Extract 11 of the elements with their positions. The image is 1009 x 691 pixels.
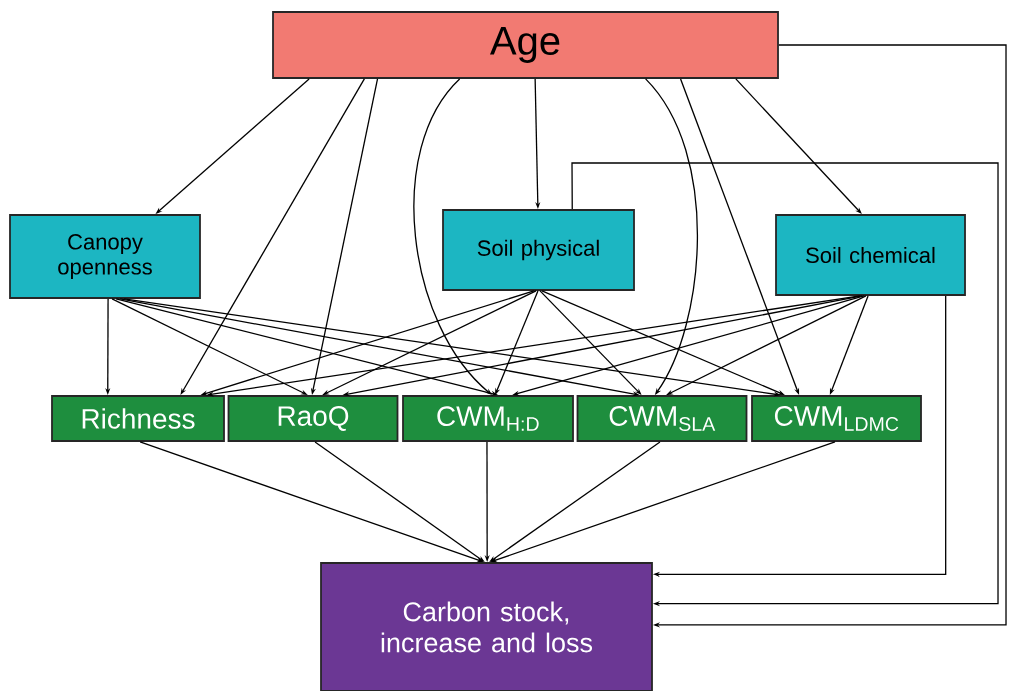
trait-box: CWM$_{SLA}$ bbox=[576, 395, 748, 442]
age-box: Age bbox=[272, 11, 779, 79]
outcome-box: Carbon stock, increase and loss bbox=[320, 562, 653, 691]
factor-box: Canopy openness bbox=[9, 214, 201, 299]
trait-box: RaoQ bbox=[227, 395, 399, 442]
factor-box: Soil chemical bbox=[775, 214, 966, 296]
arrow bbox=[571, 162, 999, 607]
trait-box: Richness bbox=[51, 395, 225, 442]
trait-box: CWM$_{LDMC}$ bbox=[751, 395, 922, 442]
factor-box: Soil physical bbox=[442, 209, 635, 291]
trait-box: CWM$_{H:D}$ bbox=[402, 395, 574, 442]
